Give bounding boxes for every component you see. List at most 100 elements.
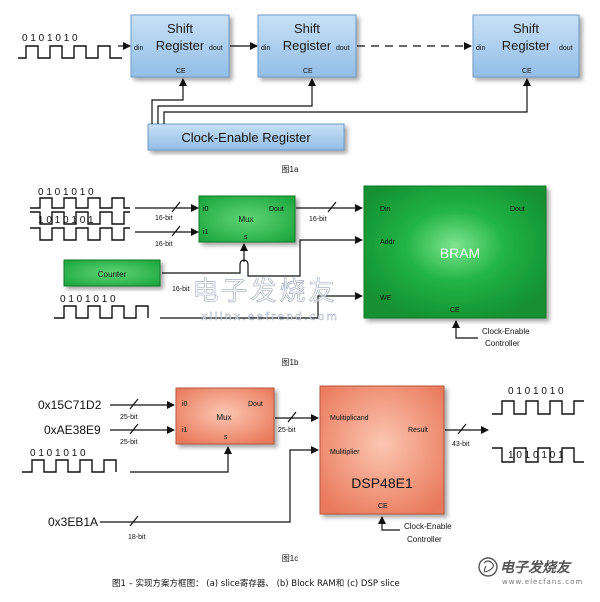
sr2-title2: Register [283, 38, 332, 53]
dsp-result: Result [408, 427, 428, 434]
fig1c: 0x15C71D2 25-bit 0xAE38E9 25-bit i0 i1 M… [22, 385, 584, 563]
dsp-ce-wire [378, 516, 400, 531]
fig1b-bus-i0: 16-bit [155, 215, 173, 222]
dsp-out-slash [457, 423, 467, 435]
footer: 图1 – 实现方案方框图： (a) slice寄存器、 (b) Block RA… [112, 557, 583, 589]
mux-c-s: s [224, 434, 228, 441]
fig1c-caption: 图1c [282, 554, 298, 563]
fig1c-waveform-in [22, 459, 117, 473]
dsp48e1-block: Mulitiplicand Mulitiplier Result DSP48E1… [319, 385, 445, 515]
ce-wire-3 [163, 78, 531, 124]
bram-addr: Addr [380, 239, 395, 246]
sr3-title1: Shift [513, 21, 539, 36]
fig1c-const-b: 0xAE38E9 [44, 423, 101, 437]
watermark-url: xilinx.eefrend.com [201, 310, 339, 323]
mux-c: i0 i1 Mux Dout s [175, 387, 275, 445]
fig1a-input-bits: 0 1 0 1 0 1 0 [22, 33, 78, 44]
mux-c-i1: i1 [182, 427, 188, 434]
fig1c-waveform-out1 [492, 400, 584, 415]
bram-ce: CE [450, 307, 460, 314]
mux-b-dout: Dout [269, 206, 284, 213]
sr3-dout: dout [559, 45, 573, 52]
fig1c-const-c: 0x3EB1A [48, 515, 98, 529]
fig1a: 0 1 0 1 0 1 0 Shift Register din dout CE… [18, 14, 580, 174]
sr3-din: din [476, 45, 485, 52]
logo-icon [478, 557, 498, 577]
mux-dsp-slash [287, 411, 297, 423]
dsp-mcand: Mulitiplicand [330, 415, 369, 422]
sr1-din: din [134, 45, 143, 52]
mux-c-i0: i0 [182, 401, 188, 408]
counter-label: Counter [98, 270, 127, 279]
fig1c-bus-b: 25-bit [120, 439, 138, 446]
fig1c-const-a: 0x15C71D2 [38, 398, 102, 412]
fig1b-bus-i1: 16-bit [155, 241, 173, 248]
dsp-ce-ctrl-2: Controller [407, 535, 442, 544]
mux-b-i0-slash [171, 201, 181, 213]
shift-register-1: Shift Register din dout CE [130, 14, 230, 78]
dsp-title: DSP48E1 [351, 475, 413, 491]
figure-caption: 图1 – 实现方案方框图： (a) slice寄存器、 (b) Block RA… [112, 578, 400, 589]
fig1b-waveform-top [30, 197, 130, 209]
bram-ce-wire [452, 320, 478, 339]
fig1b: 0 1 0 1 0 1 0 1 0 1 0 1 0 1 16-bit 16-bi… [30, 185, 547, 367]
mux-c-sel-wire [130, 446, 232, 473]
fig1a-input-waveform [18, 45, 122, 59]
fig1c-bus-mux: 25-bit [278, 427, 296, 434]
mux-b-i1-slash [171, 225, 181, 237]
mux-c-title: Mux [216, 413, 231, 422]
sr1-title1: Shift [167, 21, 193, 36]
counter-block: Counter [63, 259, 161, 287]
bram-title: BRAM [440, 245, 480, 261]
fig1c-bits-out2: 1 0 1 0 1 0 1 [508, 450, 564, 461]
fig1b-waveform-mid [30, 211, 130, 225]
fig1c-bits-out1: 0 1 0 1 0 1 0 [508, 386, 564, 397]
we-wire [160, 292, 363, 319]
fig1c-bits-in: 0 1 0 1 0 1 0 [30, 448, 86, 459]
fig1b-bits-top: 0 1 0 1 0 1 0 [38, 187, 94, 198]
dsp-mplier: Mulitiplier [330, 449, 360, 456]
bram-din: Din [380, 206, 391, 213]
fig1c-bus-out: 43-bit [452, 441, 470, 448]
dsp-ce-ctrl-1: Clock-Enable [404, 522, 452, 531]
fig1c-bus-c: 18-bit [128, 534, 146, 541]
counter-addr-wire [162, 236, 363, 277]
const-b-slash [129, 423, 139, 435]
fig1b-bits-bot: 0 1 0 1 0 1 0 [60, 294, 116, 305]
fig1b-bus-dout: 16-bit [309, 216, 327, 223]
mux-c-dout: Dout [248, 401, 263, 408]
clock-enable-register: Clock-Enable Register [147, 123, 345, 151]
bram-we: WE [380, 295, 392, 302]
ce-wire-1 [151, 78, 187, 124]
mux-b-i0: i0 [203, 206, 209, 213]
mux-b-i1: i1 [203, 229, 209, 236]
sr1-dout: dout [209, 45, 223, 52]
mux-bram-slash [327, 201, 337, 213]
watermark-text: 电子发烧友 [192, 277, 337, 307]
const-a-slash [129, 398, 139, 410]
bram-dout: Dout [510, 206, 525, 213]
shift-register-2: Shift Register din dout CE [257, 14, 357, 78]
shift-register-3: Shift Register din dout CE [472, 14, 580, 78]
fig1b-caption: 图1b [282, 358, 299, 367]
elecfans-logo: 电子发烧友 www.elecfans.com [478, 557, 583, 586]
sr3-ce: CE [522, 68, 532, 75]
fig1b-waveform-bot [54, 305, 149, 319]
const-c-wire [100, 446, 319, 523]
mux-b-title: Mux [238, 215, 253, 224]
fig1a-caption: 图1a [282, 165, 299, 174]
bram-ce-ctrl-1: Clock-Enable [482, 327, 530, 336]
sr2-title1: Shift [294, 21, 320, 36]
sr3-title2: Register [502, 38, 551, 53]
bram-block: BRAM Din Dout Addr WE CE [363, 185, 547, 319]
ce-wire-2 [157, 78, 316, 124]
logo-url: www.elecfans.com [502, 578, 583, 586]
sr2-dout: dout [336, 45, 350, 52]
fig1c-bus-a: 25-bit [120, 414, 138, 421]
mux-b-s: s [244, 234, 248, 241]
sr2-ce: CE [303, 68, 313, 75]
mux-b: i0 i1 Mux Dout s [198, 195, 296, 243]
fig1b-bus-counter: 16-bit [172, 286, 190, 293]
logo-text: 电子发烧友 [500, 559, 572, 576]
